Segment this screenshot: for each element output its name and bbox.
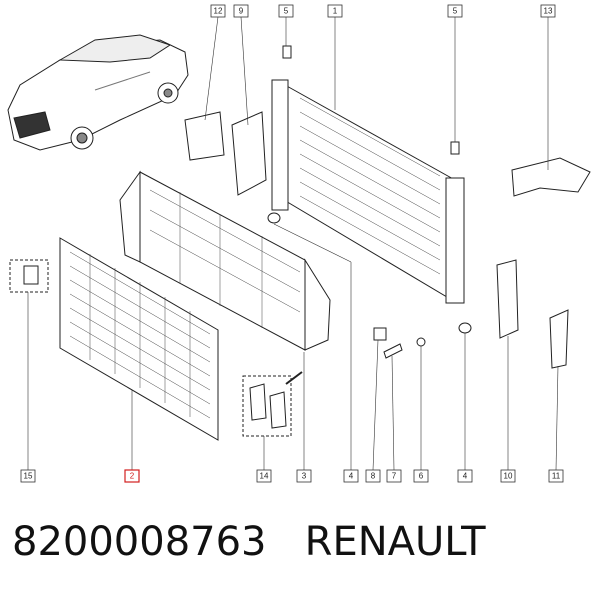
callout-3: 3 <box>296 469 312 483</box>
callout-5-top-right: 5 <box>447 4 463 18</box>
callout-14: 14 <box>256 469 272 483</box>
svg-text:10: 10 <box>504 472 513 481</box>
part-2-condenser <box>59 237 219 441</box>
parts-diagram <box>7 16 591 471</box>
part-14-arrow <box>285 371 303 385</box>
svg-text:7: 7 <box>392 472 397 481</box>
callout-4-bottom-left: 4 <box>343 469 359 483</box>
svg-text:6: 6 <box>419 472 424 481</box>
svg-text:5: 5 <box>453 7 458 16</box>
callout-13: 13 <box>540 4 556 18</box>
svg-text:11: 11 <box>552 472 561 481</box>
part-4-mount-a <box>267 212 281 224</box>
part-14-box <box>242 375 292 437</box>
part-7-pin <box>383 343 403 359</box>
callout-10: 10 <box>500 469 516 483</box>
part-14-clip-a <box>249 383 267 421</box>
part-10-deflector <box>496 259 519 339</box>
svg-text:15: 15 <box>24 472 33 481</box>
svg-text:13: 13 <box>544 7 553 16</box>
svg-text:4: 4 <box>349 472 354 481</box>
svg-text:3: 3 <box>302 472 307 481</box>
brand-name: RENAULT <box>304 519 486 565</box>
part-5-bolt-a <box>282 45 292 59</box>
part-8-clip <box>373 327 387 341</box>
callout-12: 12 <box>210 4 226 18</box>
part-caption: 8200008763 RENAULT <box>12 514 592 570</box>
part-12-shape <box>184 111 225 161</box>
callout-7: 7 <box>386 469 402 483</box>
callout-layer: 12 9 5 1 5 13 15 2 14 3 4 8 7 6 4 10 11 <box>20 4 564 483</box>
part-1-radiator <box>271 79 465 304</box>
callout-15: 15 <box>20 469 36 483</box>
callout-5-top-left: 5 <box>278 4 294 18</box>
part-11-bracket <box>549 309 569 369</box>
callout-1: 1 <box>327 4 343 18</box>
part-3-intercooler <box>119 170 331 351</box>
svg-text:4: 4 <box>463 472 468 481</box>
svg-text:1: 1 <box>333 7 338 16</box>
svg-text:14: 14 <box>260 472 269 481</box>
svg-text:8: 8 <box>371 472 376 481</box>
svg-text:5: 5 <box>284 7 289 16</box>
leader-lines <box>27 16 559 471</box>
svg-text:2: 2 <box>130 472 135 481</box>
callout-2-highlighted: 2 <box>124 469 140 483</box>
svg-text:9: 9 <box>239 7 244 16</box>
car-illustration <box>7 34 189 151</box>
part-15-fitting <box>23 265 39 285</box>
svg-text:12: 12 <box>214 7 223 16</box>
callout-6: 6 <box>413 469 429 483</box>
callout-11: 11 <box>548 469 564 483</box>
part-number: 8200008763 <box>12 519 267 565</box>
part-13-duct <box>511 157 591 197</box>
callout-9: 9 <box>233 4 249 18</box>
callout-4-bottom-right: 4 <box>457 469 473 483</box>
part-14-clip-b <box>269 391 287 429</box>
callout-8: 8 <box>365 469 381 483</box>
part-9-shape <box>231 111 267 196</box>
